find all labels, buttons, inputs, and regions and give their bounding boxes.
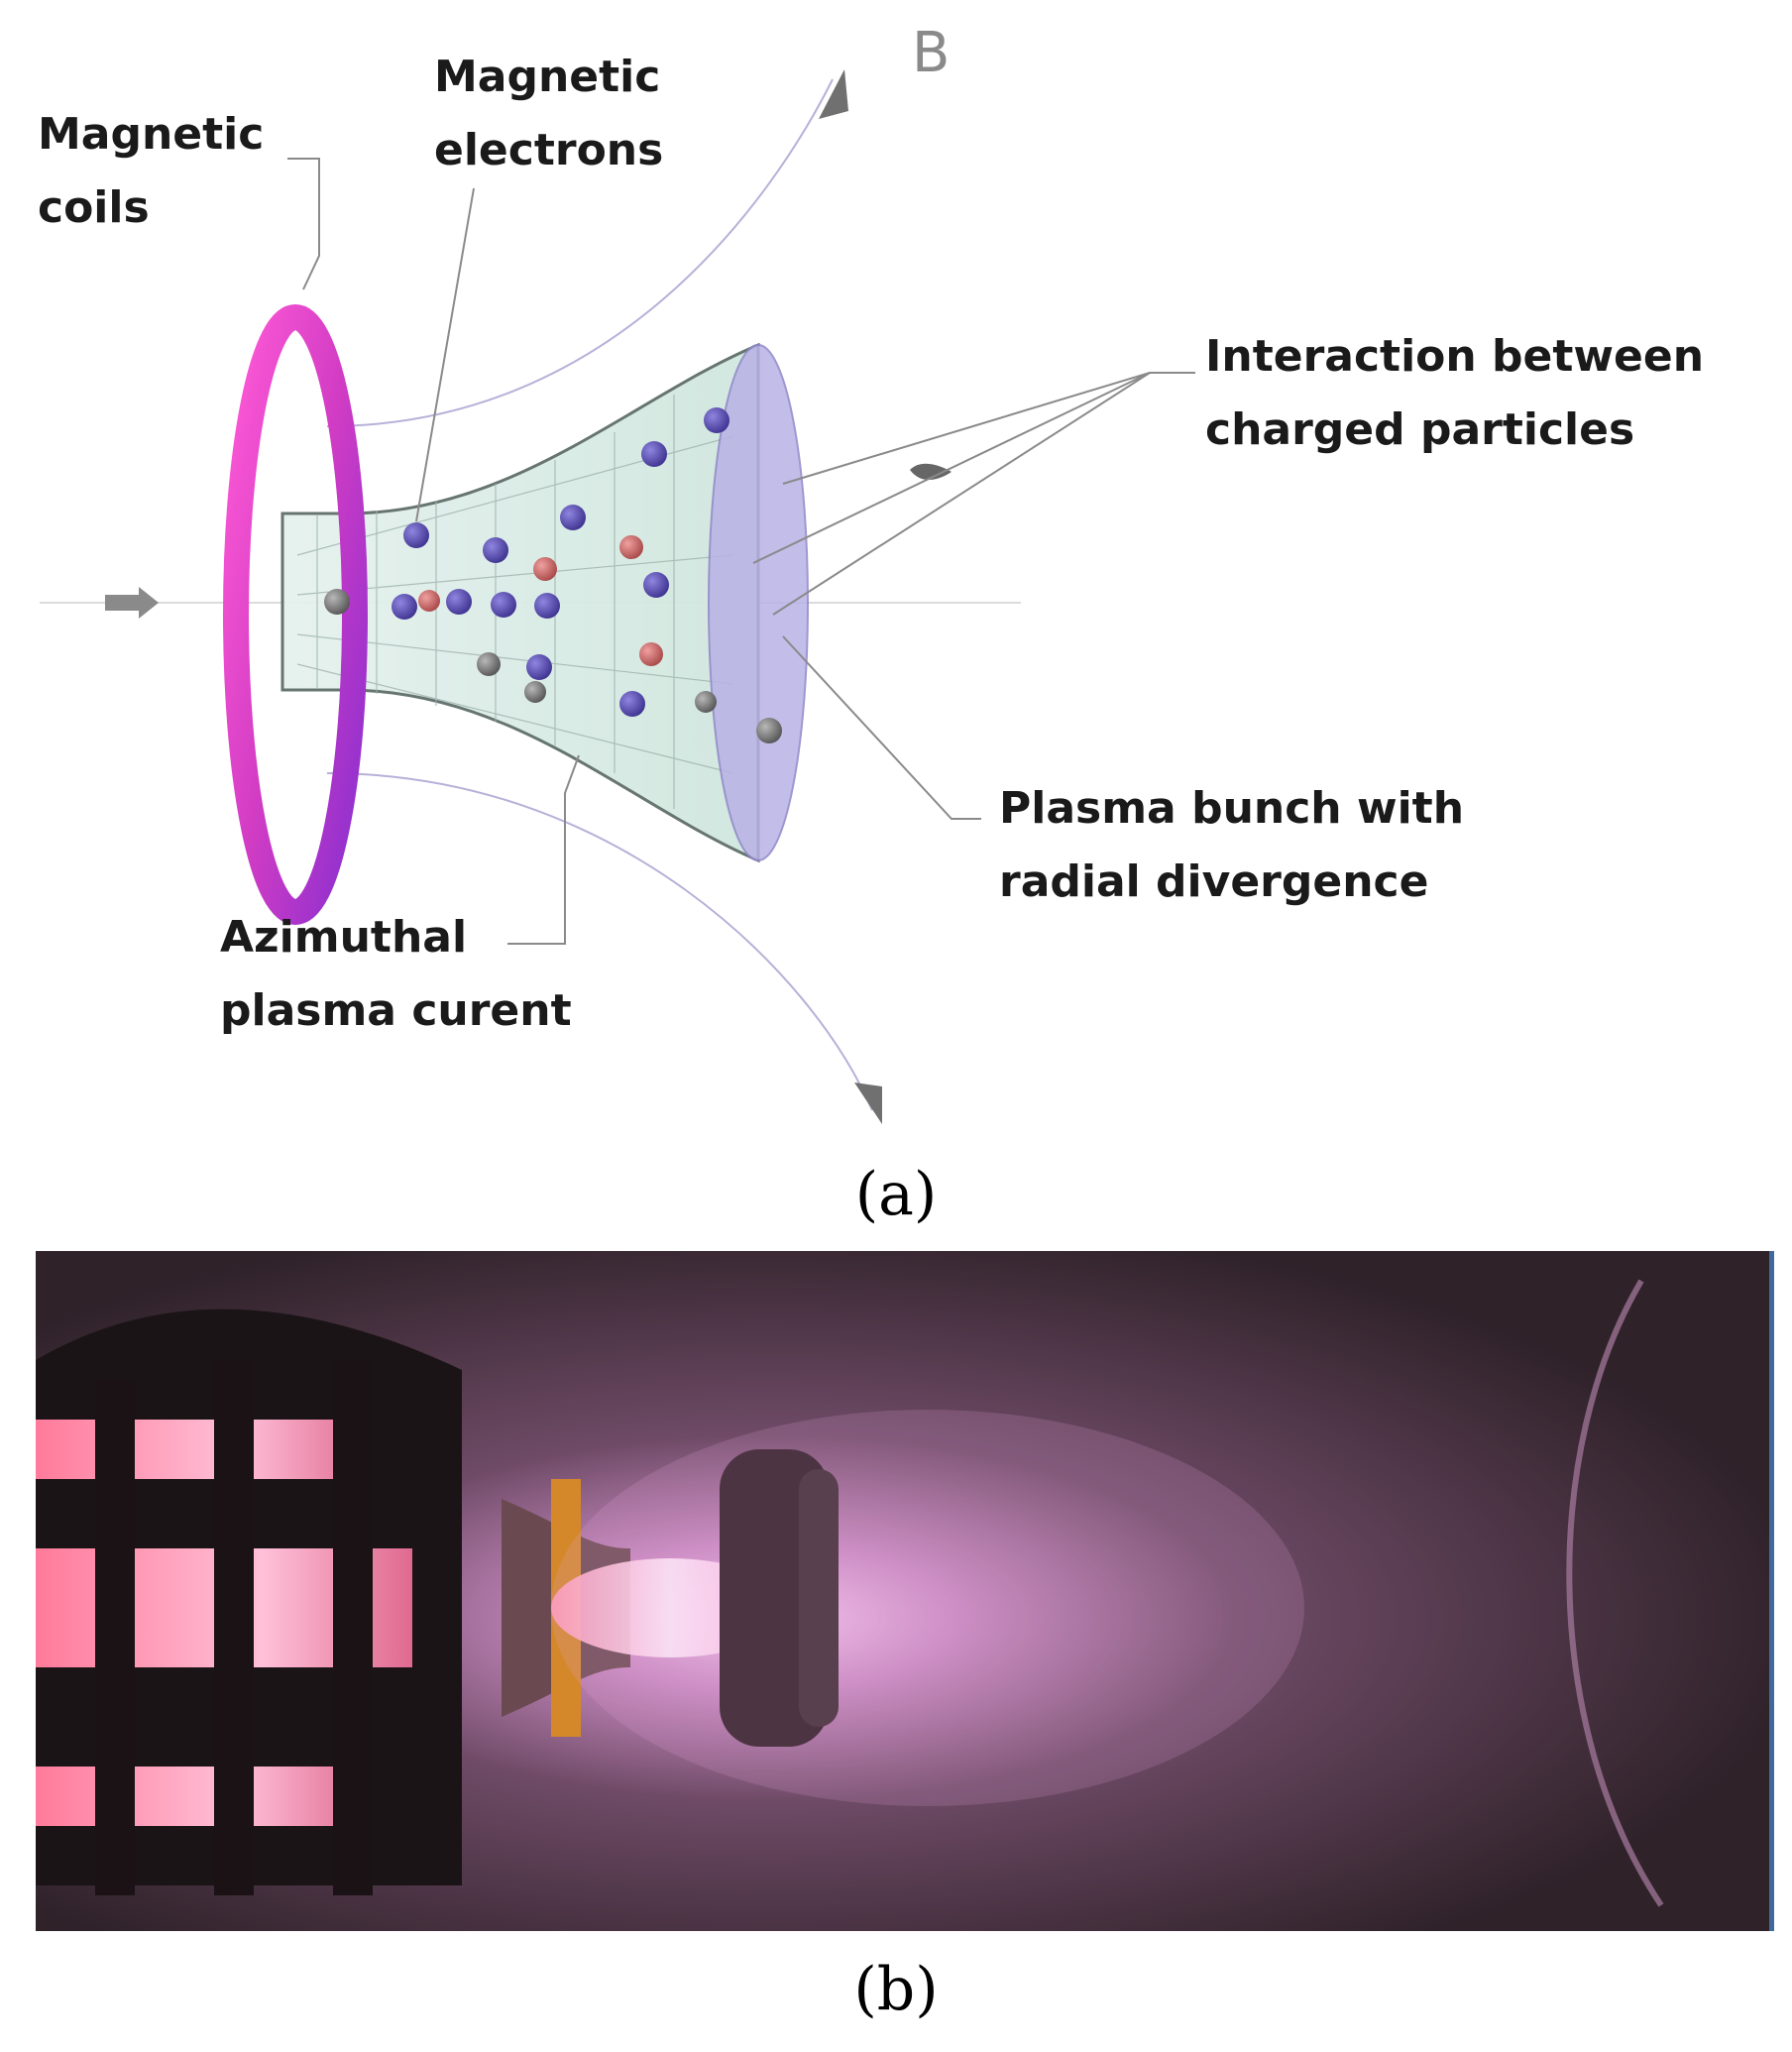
electron-particle: [704, 407, 729, 433]
thruster-cage: [36, 1309, 462, 1895]
label-plasma-bunch: Plasma bunch with radial divergence: [999, 783, 1479, 907]
electron-particle: [491, 592, 516, 618]
panel-a-label: (a): [854, 1160, 938, 1229]
neutral-particle: [756, 718, 782, 743]
label-azimuthal-current: Azimuthal plasma curent: [220, 912, 572, 1036]
label-interaction: Interaction between charged particles: [1205, 331, 1719, 455]
leader-plasma-bunch: [782, 635, 981, 820]
field-arrow-upper-icon: [819, 69, 848, 119]
field-arrow-lower-icon: [854, 1083, 882, 1124]
leader-magnetic-electrons: [415, 187, 475, 522]
electron-particle: [534, 593, 560, 619]
leader-magnetic-coils: [287, 158, 320, 290]
neutral-particle: [477, 652, 501, 676]
leader-interaction-2: [752, 372, 1151, 564]
leader-azimuthal: [507, 754, 580, 945]
leader-interaction-3: [772, 372, 1151, 616]
ion-particle: [639, 642, 663, 666]
label-magnetic-coils: Magnetic coils: [38, 109, 280, 233]
particles: [324, 407, 782, 743]
magnetic-coil: [223, 304, 368, 925]
panel-a-diagram: B Magnetic coils Magnetic electrons Inte…: [38, 21, 1719, 1124]
neutral-particle: [324, 589, 350, 615]
electron-particle: [526, 654, 552, 680]
electron-particle: [392, 594, 417, 620]
label-magnetic-electrons: Magnetic electrons: [434, 52, 676, 175]
field-line-lower: [326, 772, 873, 1111]
electron-particle: [641, 441, 667, 467]
plasma-nozzle: [280, 342, 809, 863]
chamber-ring: [1566, 1279, 1664, 1907]
inlet-arrow-icon: [105, 587, 159, 619]
ion-particle: [418, 590, 440, 612]
panel-b-photo: [36, 1251, 1774, 1931]
field-line-upper: [326, 78, 834, 427]
thruster-nozzle: [502, 1449, 839, 1747]
panel-b-label: (b): [853, 1955, 939, 2024]
electron-particle: [619, 691, 645, 717]
electron-particle: [403, 522, 429, 548]
b-field-label: B: [912, 21, 950, 85]
plasma-plume: [551, 1410, 1304, 1806]
electron-particle: [643, 572, 669, 598]
neutral-particle: [695, 691, 717, 713]
leader-interaction: [782, 372, 1195, 485]
ion-particle: [619, 535, 643, 559]
flow-arrow-icon: [910, 463, 952, 481]
ion-particle: [533, 557, 557, 581]
exit-disk: [708, 344, 809, 861]
neutral-particle: [524, 681, 546, 703]
electron-particle: [483, 537, 508, 563]
electron-particle: [560, 505, 586, 530]
electron-particle: [446, 589, 472, 615]
